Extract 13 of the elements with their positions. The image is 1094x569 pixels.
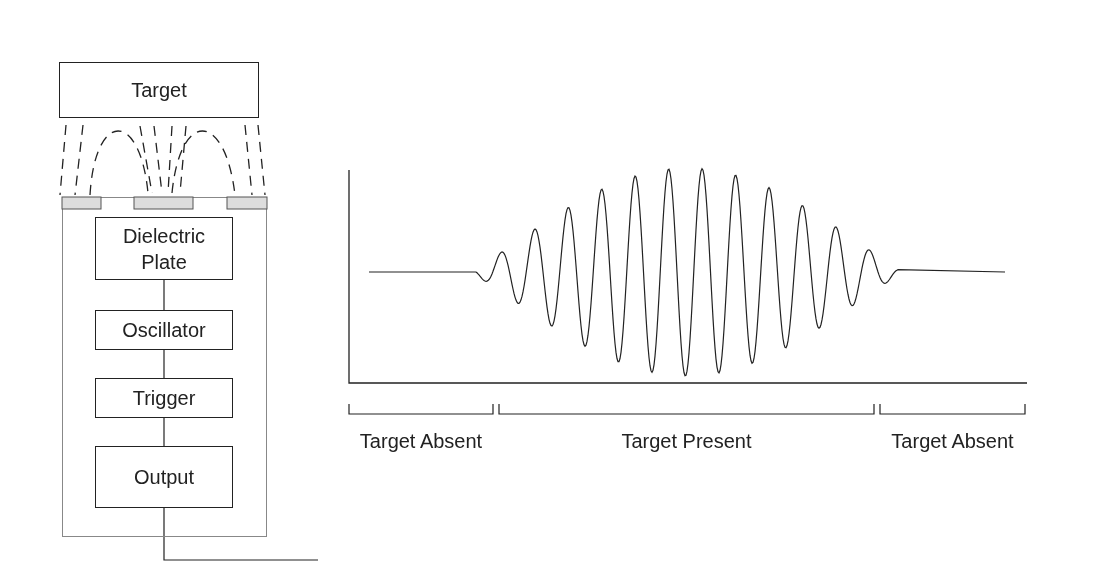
- region-label: Target Absent: [359, 430, 483, 453]
- connector-line: [163, 417, 165, 447]
- component-box: Dielectric Plate: [95, 217, 233, 280]
- connector-line: [163, 507, 319, 561]
- component-box: Oscillator: [95, 310, 233, 350]
- target-box: Target: [59, 62, 259, 118]
- component-box: Output: [95, 446, 233, 508]
- region-label: Target Present: [621, 430, 752, 453]
- component-box: Trigger: [95, 378, 233, 418]
- region-label: Target Absent: [891, 430, 1014, 453]
- connector-line: [163, 349, 165, 379]
- sensor-housing: [62, 197, 267, 537]
- connector-line: [163, 279, 165, 311]
